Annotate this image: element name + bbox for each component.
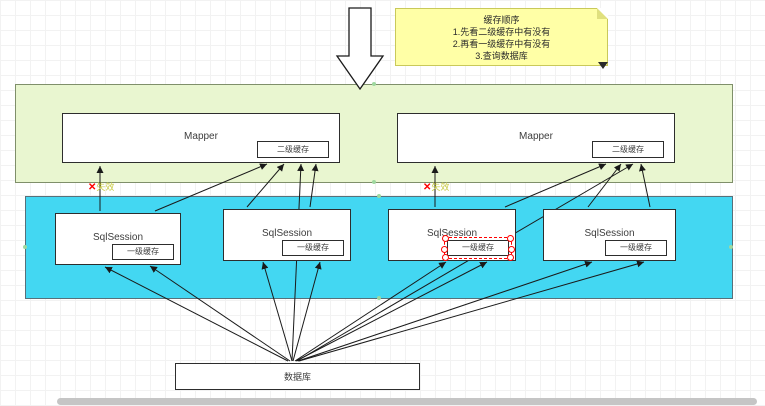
selection-handle[interactable] <box>442 254 449 261</box>
edge[interactable] <box>104 266 289 362</box>
l1-cache-label: 一级缓存 <box>297 243 329 252</box>
mapper-box-1[interactable]: Mapper 二级缓存 <box>62 113 340 163</box>
edge[interactable] <box>295 261 488 362</box>
l2-cache-box-1[interactable]: 二级缓存 <box>257 141 329 158</box>
database-box[interactable]: 数据库 <box>175 363 420 390</box>
sqlsession-box-3[interactable]: SqlSession 一级缓存 <box>388 209 516 261</box>
connection-point[interactable] <box>23 245 27 249</box>
sqlsession-box-2[interactable]: SqlSession 一级缓存 <box>223 209 351 261</box>
edge[interactable] <box>154 163 268 212</box>
mapper-label: Mapper <box>519 130 553 142</box>
edge[interactable] <box>639 163 651 208</box>
edge[interactable] <box>294 261 447 362</box>
selection-handle[interactable] <box>508 246 515 253</box>
l1-cache-box-4[interactable]: 一级缓存 <box>605 240 667 256</box>
horizontal-scrollbar[interactable] <box>57 398 757 405</box>
l1-cache-label: 一级缓存 <box>462 243 494 252</box>
l1-cache-box-3-selected[interactable]: 一级缓存 <box>441 235 515 261</box>
note-line-3: 3.查询数据库 <box>475 51 528 61</box>
l1-cache-label: 一级缓存 <box>620 243 652 252</box>
note-line-2: 2.再看一级缓存中有没有 <box>452 39 551 49</box>
edge[interactable] <box>261 261 293 362</box>
edge[interactable] <box>504 163 607 208</box>
selection-handle[interactable] <box>507 254 514 261</box>
l2-cache-label: 二级缓存 <box>277 145 309 154</box>
connection-point[interactable] <box>372 82 376 86</box>
sticky-note[interactable]: 缓存顺序 1.先看二级缓存中有没有 2.再看一级缓存中有没有 3.查询数据库 <box>395 8 608 66</box>
l2-cache-label: 二级缓存 <box>612 145 644 154</box>
database-label: 数据库 <box>283 371 311 382</box>
mapper-box-2[interactable]: Mapper 二级缓存 <box>397 113 675 163</box>
edge[interactable] <box>309 163 319 208</box>
sqlsession-box-1[interactable]: SqlSession 一级缓存 <box>55 213 181 265</box>
connection-point[interactable] <box>377 296 381 300</box>
selection-handle[interactable] <box>507 235 514 242</box>
l1-cache-label: 一级缓存 <box>127 247 159 256</box>
flow-down-arrow[interactable] <box>330 6 390 92</box>
selection-handle[interactable] <box>441 246 448 253</box>
invalid-x-icon: ✕ <box>423 182 432 193</box>
mapper-label: Mapper <box>184 130 218 142</box>
edge[interactable] <box>298 260 645 362</box>
selection-handle[interactable] <box>442 235 449 242</box>
l1-cache-box-1[interactable]: 一级缓存 <box>112 244 174 260</box>
invalidate-label-left: ✕失效 <box>88 182 115 193</box>
edge[interactable] <box>246 163 285 208</box>
sqlsession-label: SqlSession <box>261 227 313 239</box>
edge[interactable] <box>587 163 622 208</box>
invalid-x-icon: ✕ <box>88 182 97 193</box>
connection-point[interactable] <box>377 194 381 198</box>
edge[interactable] <box>297 260 593 362</box>
l2-cache-box-2[interactable]: 二级缓存 <box>592 141 664 158</box>
sqlsession-label: SqlSession <box>584 227 635 239</box>
edge[interactable] <box>296 163 634 362</box>
sqlsession-label: SqlSession <box>92 231 144 243</box>
connection-point[interactable] <box>729 245 733 249</box>
edge[interactable] <box>291 163 305 362</box>
edge[interactable] <box>292 261 322 362</box>
l1-cache-box-2[interactable]: 一级缓存 <box>282 240 344 256</box>
note-line-1: 1.先看二级缓存中有没有 <box>452 27 551 37</box>
note-corner-marker <box>598 62 608 69</box>
sqlsession-box-4[interactable]: SqlSession 一级缓存 <box>543 209 676 261</box>
invalidate-label-right: ✕失效 <box>423 182 450 193</box>
edge[interactable] <box>149 265 291 362</box>
sqlsession-label: SqlSession <box>426 227 478 239</box>
connection-point[interactable] <box>372 180 376 184</box>
note-title: 缓存顺序 <box>483 15 520 25</box>
